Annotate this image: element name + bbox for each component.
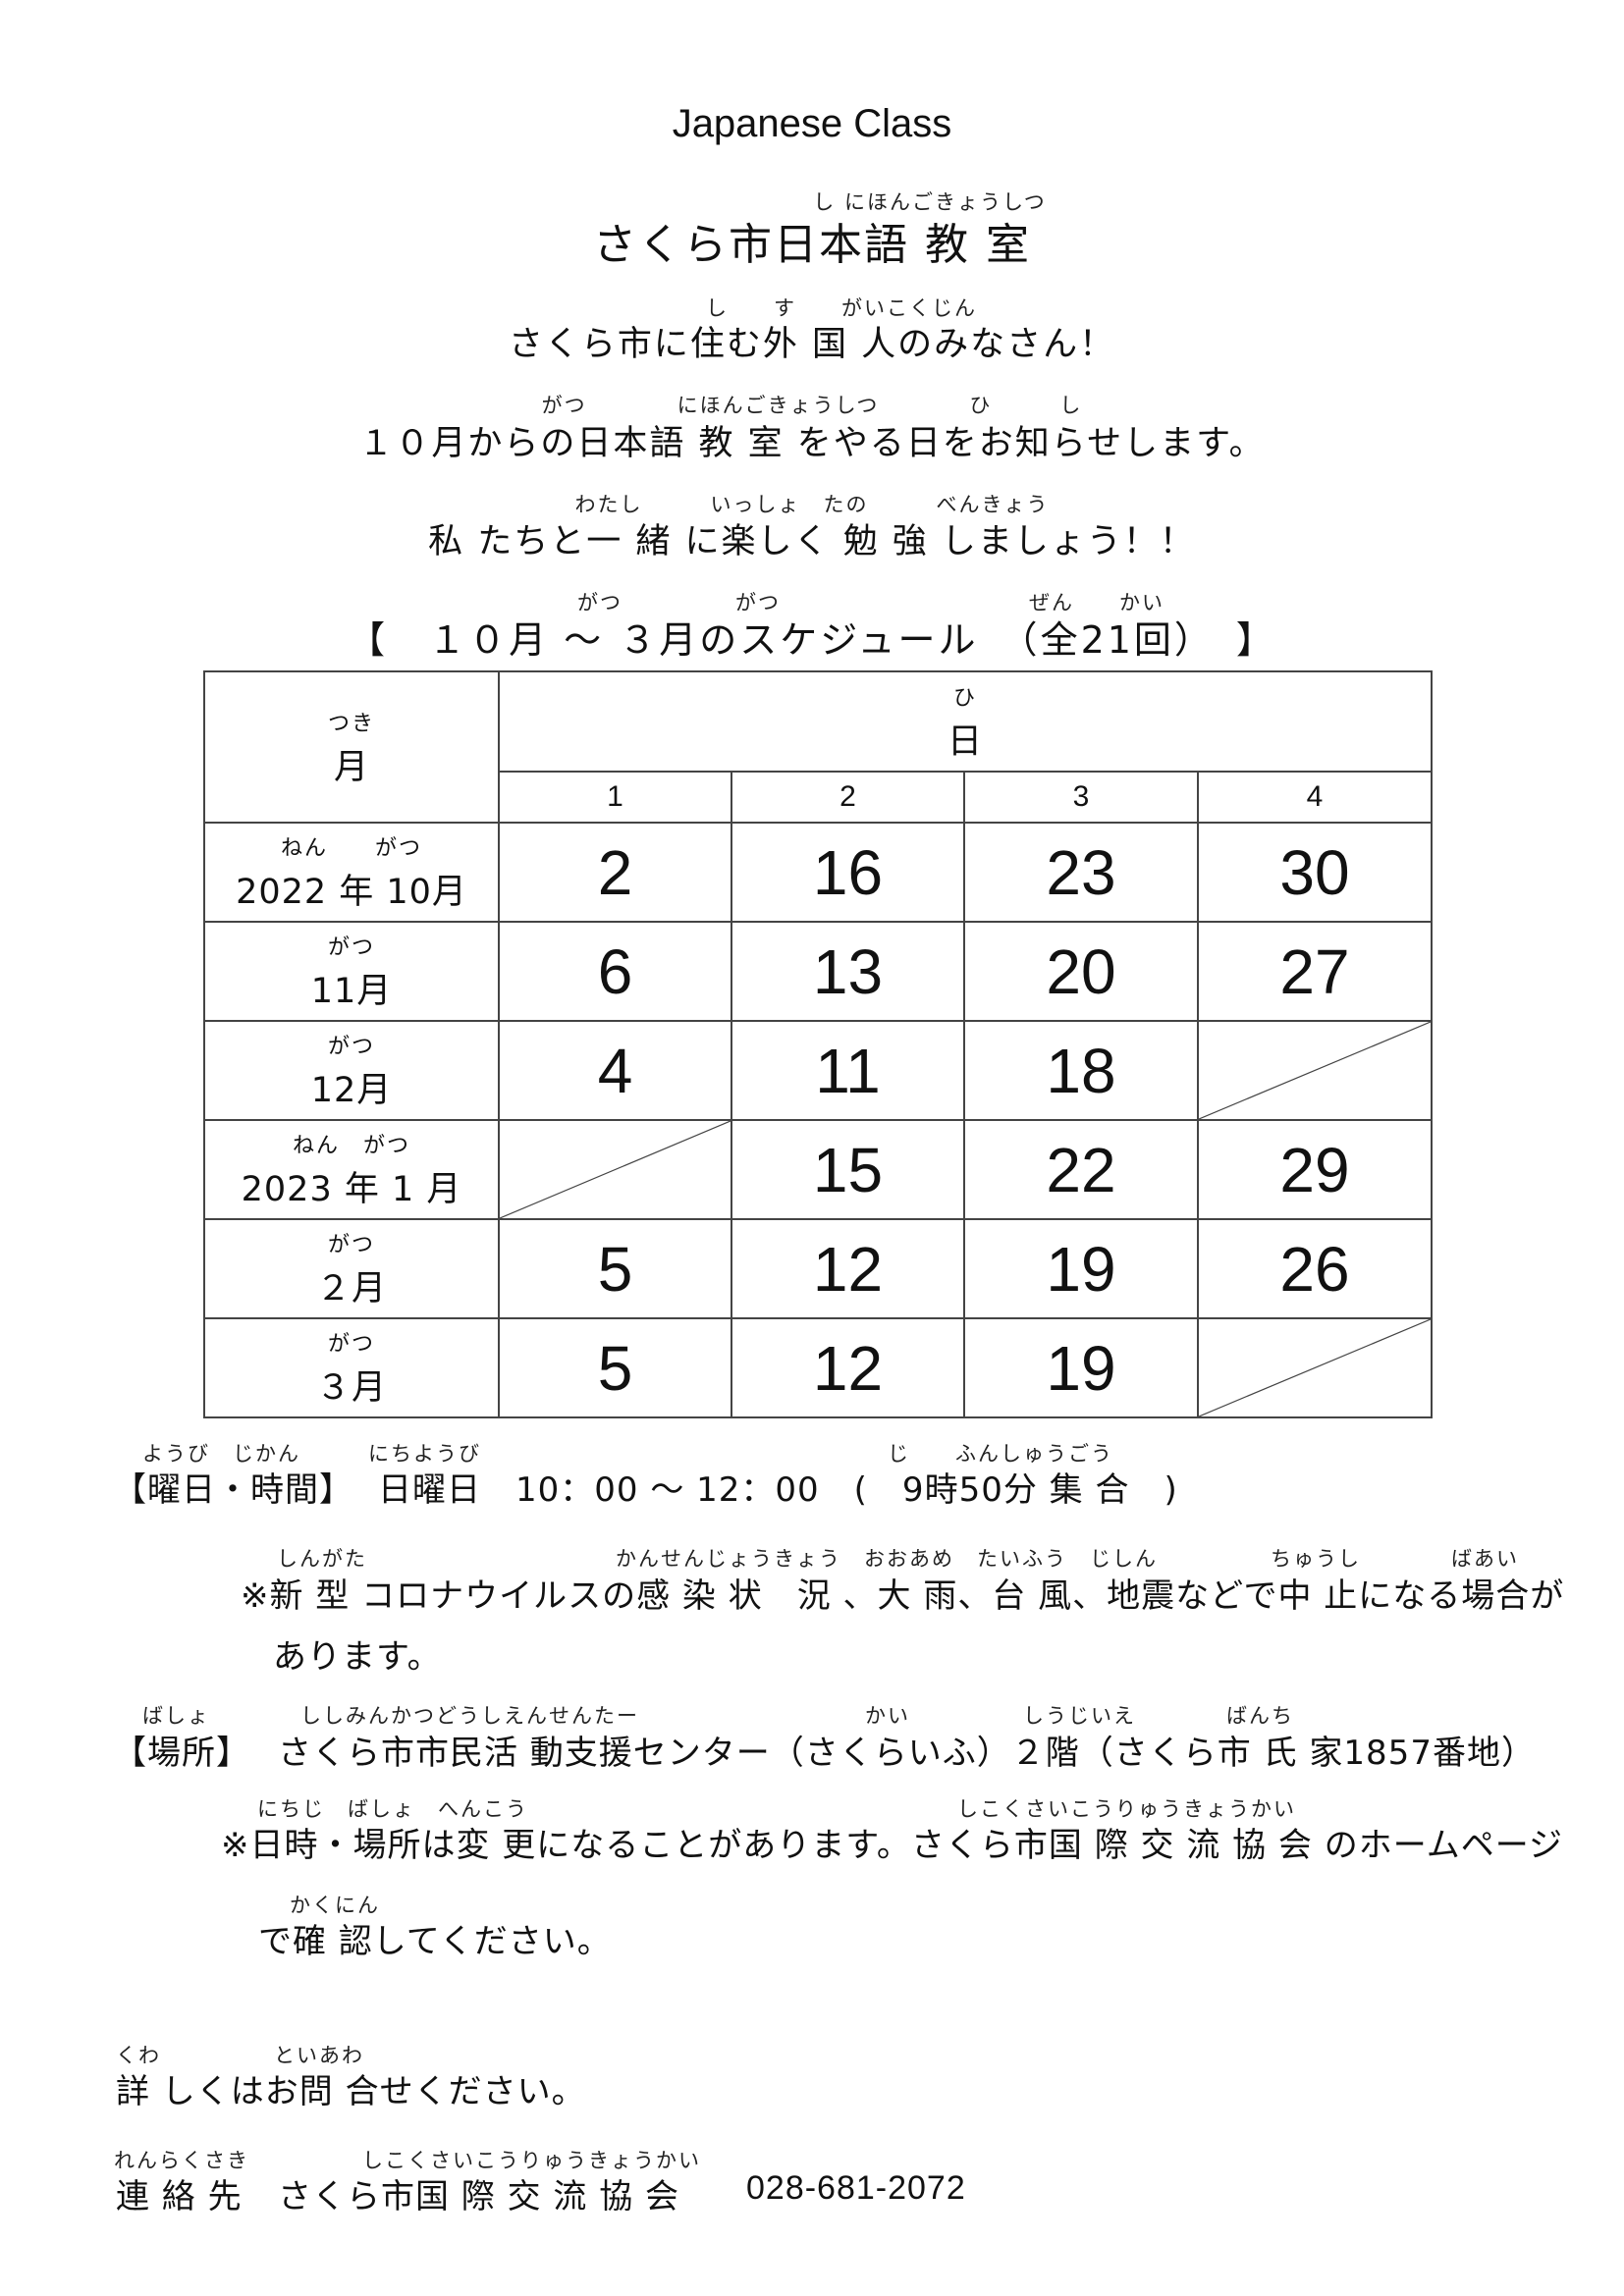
month-header: 月 <box>333 747 369 787</box>
month-ruby: がつ <box>327 1233 375 1257</box>
column-header: 4 <box>1196 771 1434 824</box>
table-row: ねん がつ 2022 年 10月 2 16 23 30 <box>203 822 1434 923</box>
intro-line-3: 私 たちと一 緒 に楽しく 勉 強 しましょう！！ <box>428 522 1196 561</box>
inquiry-text: 詳 しくはお問 合せください。 <box>116 2072 586 2111</box>
place-text: さくら市市民活 動支援センター（さくらいふ）２階（さくら市 氏 家1857番地） <box>278 1734 1536 1773</box>
day-cell: 19 <box>963 1218 1199 1319</box>
month-cell: がつ ２月 <box>203 1218 500 1319</box>
month-cell: がつ 12月 <box>203 1020 500 1121</box>
empty-day-cell <box>1196 1020 1434 1121</box>
month-header-cell: つき 月 <box>203 670 500 824</box>
day-header-cell: ひ 日 <box>497 670 1434 773</box>
month-label: ３月 <box>315 1368 387 1408</box>
intro-line-1-ruby: し す がいこくじん <box>706 296 977 320</box>
day-cell: 12 <box>731 1317 965 1418</box>
note2-ruby: にちじ ばしょ へんこう しこくさいこうりゅうきょうかい <box>257 1797 1296 1821</box>
day-cell: 23 <box>963 822 1199 923</box>
schedule-heading-ruby: がつ がつ ぜん かい <box>577 591 1164 614</box>
month-label: 12月 <box>310 1071 393 1110</box>
month-ruby: ねん がつ <box>280 836 422 861</box>
month-header-ruby: つき <box>327 711 375 736</box>
contact-org: さくら市国 際 交 流 協 会 <box>278 2177 680 2216</box>
column-header: 3 <box>963 771 1199 824</box>
diagonal-slash <box>1199 1022 1431 1119</box>
table-row: がつ ２月 5 12 19 26 <box>203 1218 1434 1319</box>
intro-line-3-ruby: わたし いっしょ たの べんきょう <box>574 493 1050 516</box>
month-cell: ねん がつ 2022 年 10月 <box>203 822 500 923</box>
day-cell: 2 <box>498 822 732 923</box>
empty-day-cell <box>498 1119 732 1220</box>
month-label: 2022 年 10月 <box>236 873 467 912</box>
note1-ruby: しんがた かんせんじょうきょう おおあめ たいふう じしん ちゅうし ばあい <box>277 1547 1519 1571</box>
contact-ruby: れんらくさき しこくさいこうりゅうきょうかい <box>114 2149 701 2172</box>
day-header: 日 <box>947 721 984 762</box>
day-cell: 16 <box>731 822 965 923</box>
column-header: 1 <box>498 771 732 824</box>
day-cell: 15 <box>731 1119 965 1220</box>
month-cell: がつ 11月 <box>203 921 500 1022</box>
day-cell: 4 <box>498 1020 732 1121</box>
month-ruby: がつ <box>327 1332 375 1357</box>
month-cell: ねん がつ 2023 年 1 月 <box>203 1119 500 1220</box>
day-cell: 29 <box>1196 1119 1434 1220</box>
time-section-ruby: ようび じかん にちようび じ ふんしゅうごう <box>142 1442 1113 1466</box>
day-cell: 20 <box>963 921 1199 1022</box>
day-cell: 19 <box>963 1317 1199 1418</box>
schedule-heading: 【 １０月 ～ ３月のスケジュール （全21回） 】 <box>348 618 1276 662</box>
day-cell: 5 <box>498 1218 732 1319</box>
page-title: さくら市日本語 教 室 <box>593 220 1031 270</box>
note2-ruby2: かくにん <box>290 1894 380 1917</box>
time-label: 【曜日・時間】 <box>113 1470 353 1510</box>
time-text: 日曜日 10：00 ～ 12：00 ( 9時50分 集 合 ) <box>378 1470 1178 1510</box>
table-row: がつ ３月 5 12 19 <box>203 1317 1434 1418</box>
inquiry-ruby: くわ といあわ <box>116 2044 364 2067</box>
day-cell: 13 <box>731 921 965 1022</box>
place-section-ruby: ばしょ ししみんかつどうしえんせんたー かい しうじいえ ばんち <box>142 1704 1294 1728</box>
empty-day-cell <box>1196 1317 1434 1418</box>
day-cell: 12 <box>731 1218 965 1319</box>
schedule-table: つき 月 ひ 日 1 2 3 4 ねん がつ 2022 年 10月 2 16 2… <box>203 670 1434 1418</box>
month-ruby: がつ <box>327 1035 375 1059</box>
month-ruby: ねん がつ <box>292 1134 410 1158</box>
contact-label: 連 絡 先 <box>116 2177 243 2216</box>
table-row: がつ 12月 4 11 18 <box>203 1020 1434 1121</box>
table-row: ねん がつ 2023 年 1 月 15 22 29 <box>203 1119 1434 1220</box>
month-label: ２月 <box>315 1269 387 1308</box>
day-cell: 30 <box>1196 822 1434 923</box>
diagonal-slash <box>500 1121 731 1218</box>
title-ruby: し にほんごきょうしつ <box>813 190 1047 214</box>
contact-phone: 028-681-2072 <box>746 2169 966 2207</box>
day-cell: 22 <box>963 1119 1199 1220</box>
day-cell: 18 <box>963 1020 1199 1121</box>
month-cell: がつ ３月 <box>203 1317 500 1418</box>
note1-line2: あります。 <box>273 1637 442 1677</box>
note2-line2: で確 認してください。 <box>258 1922 612 1961</box>
intro-line-1: さくら市に住む外 国 人のみなさん！ <box>508 325 1116 364</box>
month-label: 11月 <box>310 972 393 1011</box>
english-title: Japanese Class <box>672 102 952 145</box>
day-cell: 27 <box>1196 921 1434 1022</box>
place-label: 【場所】 <box>113 1734 250 1773</box>
day-header-ruby: ひ <box>953 685 978 711</box>
note2-line1: ※日時・場所は変 更になることがあります。さくら市国 際 交 流 協 会 のホー… <box>221 1826 1564 1865</box>
month-ruby: がつ <box>327 935 375 960</box>
diagonal-slash <box>1199 1319 1431 1416</box>
day-cell: 6 <box>498 921 732 1022</box>
day-cell: 5 <box>498 1317 732 1418</box>
month-label: 2023 年 1 月 <box>241 1170 462 1209</box>
day-cell: 11 <box>731 1020 965 1121</box>
note1-line1: ※新 型 コロナウイルスの感 染 状 況 、大 雨、台 風、地震などで中 止にな… <box>241 1576 1565 1616</box>
day-cell: 26 <box>1196 1218 1434 1319</box>
column-header: 2 <box>731 771 965 824</box>
intro-line-2: １０月からの日本語 教 室 をやる日をお知らせします。 <box>358 424 1266 463</box>
intro-line-2-ruby: がつ にほんごきょうしつ ひ し <box>541 394 1083 417</box>
table-row: がつ 11月 6 13 20 27 <box>203 921 1434 1022</box>
